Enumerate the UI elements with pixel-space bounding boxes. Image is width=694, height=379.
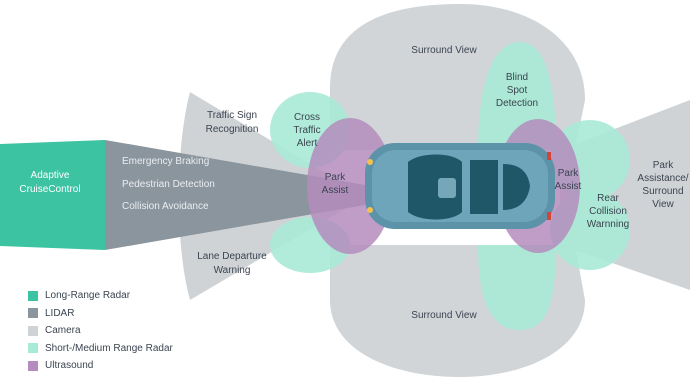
park-assist-front-zone xyxy=(307,118,393,254)
label-cross-traffic-1: Cross xyxy=(294,112,320,123)
label-blind-spot-2: Spot xyxy=(507,85,528,96)
label-park-surround-4: View xyxy=(652,199,674,210)
label-surround-view-top: Surround View xyxy=(411,45,477,56)
car-top-view xyxy=(365,143,555,229)
label-lane-departure-1: Lane Departure xyxy=(197,251,267,262)
label-park-assist-rear-1: Park xyxy=(558,168,580,179)
label-park-surround-1: Park xyxy=(653,160,675,171)
legend-item-ultrasound: Ultrasound xyxy=(28,357,173,375)
legend-label: Short-/Medium Range Radar xyxy=(45,342,173,354)
label-traffic-sign-2: Recognition xyxy=(206,124,259,135)
label-park-assist-front-2: Assist xyxy=(322,185,349,196)
label-cross-traffic-3: Alert xyxy=(297,138,318,149)
legend-item-short-medium-radar: Short-/Medium Range Radar xyxy=(28,340,173,358)
label-lane-departure-2: Warning xyxy=(214,265,251,276)
label-adaptive-cruise-control: Adaptive CruiseControl xyxy=(19,170,80,195)
legend-swatch xyxy=(28,290,38,301)
legend-label: Ultrasound xyxy=(45,360,94,372)
long-range-radar-zone xyxy=(0,140,105,250)
label-cross-traffic-2: Traffic xyxy=(293,125,320,136)
label-park-assist-front-1: Park xyxy=(325,172,347,183)
label-rear-collision-2: Collision xyxy=(589,206,627,217)
label-collision-avoidance: Collision Avoidance xyxy=(122,201,209,212)
label-rear-collision-1: Rear xyxy=(597,193,619,204)
label-park-assist-rear-2: Assist xyxy=(555,181,582,192)
legend-item-lidar: LIDAR xyxy=(28,305,173,323)
label-traffic-sign-1: Traffic Sign xyxy=(207,110,257,121)
legend-swatch xyxy=(28,308,38,319)
label-park-surround-2: Assistance/ xyxy=(637,173,688,184)
lower-side-radar-zone xyxy=(478,245,556,330)
legend-swatch xyxy=(28,360,38,371)
label-park-surround-3: Surround xyxy=(642,186,683,197)
label-pedestrian-detection: Pedestrian Detection xyxy=(122,179,215,190)
legend-label: Camera xyxy=(45,325,81,337)
acc-line-1: Adaptive xyxy=(31,170,70,181)
legend-item-camera: Camera xyxy=(28,322,173,340)
legend-item-long-range-radar: Long-Range Radar xyxy=(28,287,173,305)
lidar-zone xyxy=(105,140,365,250)
label-blind-spot-1: Blind xyxy=(506,72,528,83)
label-emergency-braking: Emergency Braking xyxy=(122,156,209,167)
legend-swatch xyxy=(28,343,38,354)
legend-label: Long-Range Radar xyxy=(45,290,131,302)
label-blind-spot-3: Detection xyxy=(496,98,538,109)
legend: Long-Range Radar LIDAR Camera Short-/Med… xyxy=(28,287,173,375)
legend-label: LIDAR xyxy=(45,307,75,319)
legend-swatch xyxy=(28,325,38,336)
label-surround-view-bottom: Surround View xyxy=(411,310,477,321)
acc-line-2: CruiseControl xyxy=(19,184,80,195)
label-rear-collision-3: Warnning xyxy=(587,219,629,230)
